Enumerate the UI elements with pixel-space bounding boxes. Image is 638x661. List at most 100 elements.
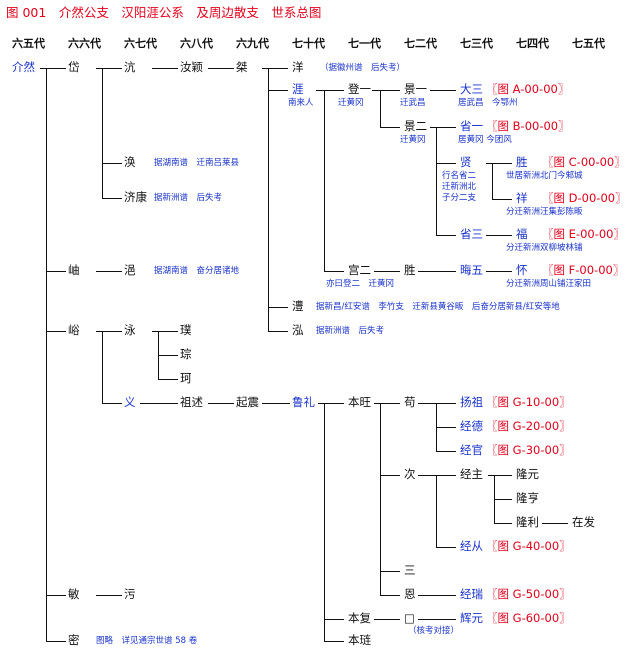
connector-line	[430, 127, 456, 128]
connector-line	[158, 355, 178, 356]
connector-line	[140, 403, 178, 404]
connector-line	[318, 403, 344, 404]
person-node: 景一	[404, 82, 427, 96]
connector-line	[436, 547, 456, 548]
connector-line	[96, 68, 122, 69]
node-note: 行名省二	[442, 171, 477, 181]
connector-line	[436, 163, 456, 164]
connector-line	[46, 641, 66, 642]
generation-label: 七二代	[404, 37, 437, 50]
person-node: 本旺	[348, 395, 371, 409]
person-node: 本复	[348, 611, 371, 625]
person-node: 大三	[460, 82, 483, 96]
node-note: 亦曰登二 迁黄冈	[326, 279, 395, 289]
connector-line	[324, 90, 325, 271]
person-node: 三	[404, 563, 416, 577]
connector-line	[152, 68, 178, 69]
generation-label: 七四代	[516, 37, 549, 50]
connector-line	[436, 235, 456, 236]
person-node: 起震	[236, 395, 259, 409]
person-node: 晦五	[460, 263, 483, 277]
person-node: 扬祖	[460, 395, 483, 409]
person-node: 本琏	[348, 633, 371, 647]
person-node: 祥	[516, 191, 528, 205]
connector-line	[486, 271, 512, 272]
person-node: 沆	[124, 60, 136, 74]
node-note: 迁黄冈	[400, 135, 426, 145]
connector-line	[46, 595, 66, 596]
reference-tag: 〖图 G-20-00〗	[486, 419, 571, 433]
connector-line	[268, 68, 269, 331]
connector-line	[96, 271, 122, 272]
person-node: 泳	[124, 323, 136, 337]
person-node: 贤	[460, 155, 472, 169]
generation-label: 六六代	[68, 37, 101, 50]
person-node: 在发	[572, 515, 595, 529]
connector-line	[380, 571, 400, 572]
node-note: 居武昌 今鄂州	[458, 98, 518, 108]
connector-line	[46, 331, 66, 332]
connector-line	[96, 331, 122, 332]
node-note: 图略 详见通宗世谱 58 卷	[96, 636, 198, 646]
person-node: 祖述	[180, 395, 203, 409]
person-node: 洋	[292, 60, 304, 74]
node-note: 分迁新洲汪集彭陈畈	[506, 207, 583, 217]
node-note: 据湖南谱 迁南吕莱县	[154, 158, 240, 168]
person-node: 浥	[124, 263, 136, 277]
person-node: 济康	[124, 190, 147, 204]
connector-line	[418, 271, 456, 272]
connector-line	[102, 68, 103, 198]
person-node: 涯	[292, 82, 304, 96]
node-note: 据新洲谱 后失考	[316, 326, 385, 336]
reference-tag: 〖图 G-40-00〗	[486, 539, 571, 553]
connector-line	[262, 403, 290, 404]
person-node: 污	[124, 587, 136, 601]
person-node: 恩	[404, 587, 416, 601]
person-node: □	[404, 611, 415, 625]
connector-line	[492, 163, 493, 199]
reference-tag: 〖图 G-60-00〗	[486, 611, 571, 625]
connector-line	[152, 331, 178, 332]
person-node: 鲁礼	[292, 395, 315, 409]
connector-line	[208, 403, 234, 404]
person-node: 珂	[180, 371, 192, 385]
node-note: 据新洲谱 后失考	[154, 193, 223, 203]
reference-tag: 〖图 E-00-00〗	[542, 227, 625, 241]
connector-line	[488, 475, 512, 476]
generation-label: 七三代	[460, 37, 493, 50]
connector-line	[374, 271, 400, 272]
person-node: 岱	[68, 60, 80, 74]
person-node: 敏	[68, 587, 80, 601]
person-node: 景二	[404, 119, 427, 133]
connector-line	[380, 403, 381, 595]
reference-tag: 〖图 B-00-00〗	[486, 119, 570, 133]
reference-tag: 〖图 A-00-00〗	[486, 82, 570, 96]
person-node: 涣	[124, 155, 136, 169]
connector-line	[380, 127, 400, 128]
connector-line	[316, 90, 344, 91]
connector-line	[436, 427, 456, 428]
generation-label: 六八代	[180, 37, 213, 50]
person-node: 隆亨	[516, 491, 539, 505]
connector-line	[486, 235, 512, 236]
connector-line	[46, 271, 66, 272]
chart-title: 图 001 介然公支 汉阳涯公系 及周边散支 世系总图	[6, 5, 322, 20]
person-node: 经主	[460, 467, 483, 481]
generation-label: 六九代	[236, 37, 269, 50]
connector-line	[46, 68, 47, 641]
node-note: 迁黄冈	[338, 98, 364, 108]
person-node: 省三	[460, 227, 483, 241]
node-note: 分迁新洲双柳坡林铺	[506, 243, 583, 253]
connector-line	[492, 199, 512, 200]
connector-line	[40, 68, 66, 69]
person-node: 隆元	[516, 467, 539, 481]
generation-label: 七十代	[292, 37, 325, 50]
node-note: （核考对接）	[408, 626, 460, 636]
person-node: 汝颖	[180, 60, 203, 74]
connector-line	[268, 331, 288, 332]
connector-line	[374, 403, 400, 404]
connector-line	[324, 619, 344, 620]
connector-line	[418, 619, 456, 620]
connector-line	[380, 90, 381, 127]
person-node-jieran: 介然	[12, 60, 35, 74]
